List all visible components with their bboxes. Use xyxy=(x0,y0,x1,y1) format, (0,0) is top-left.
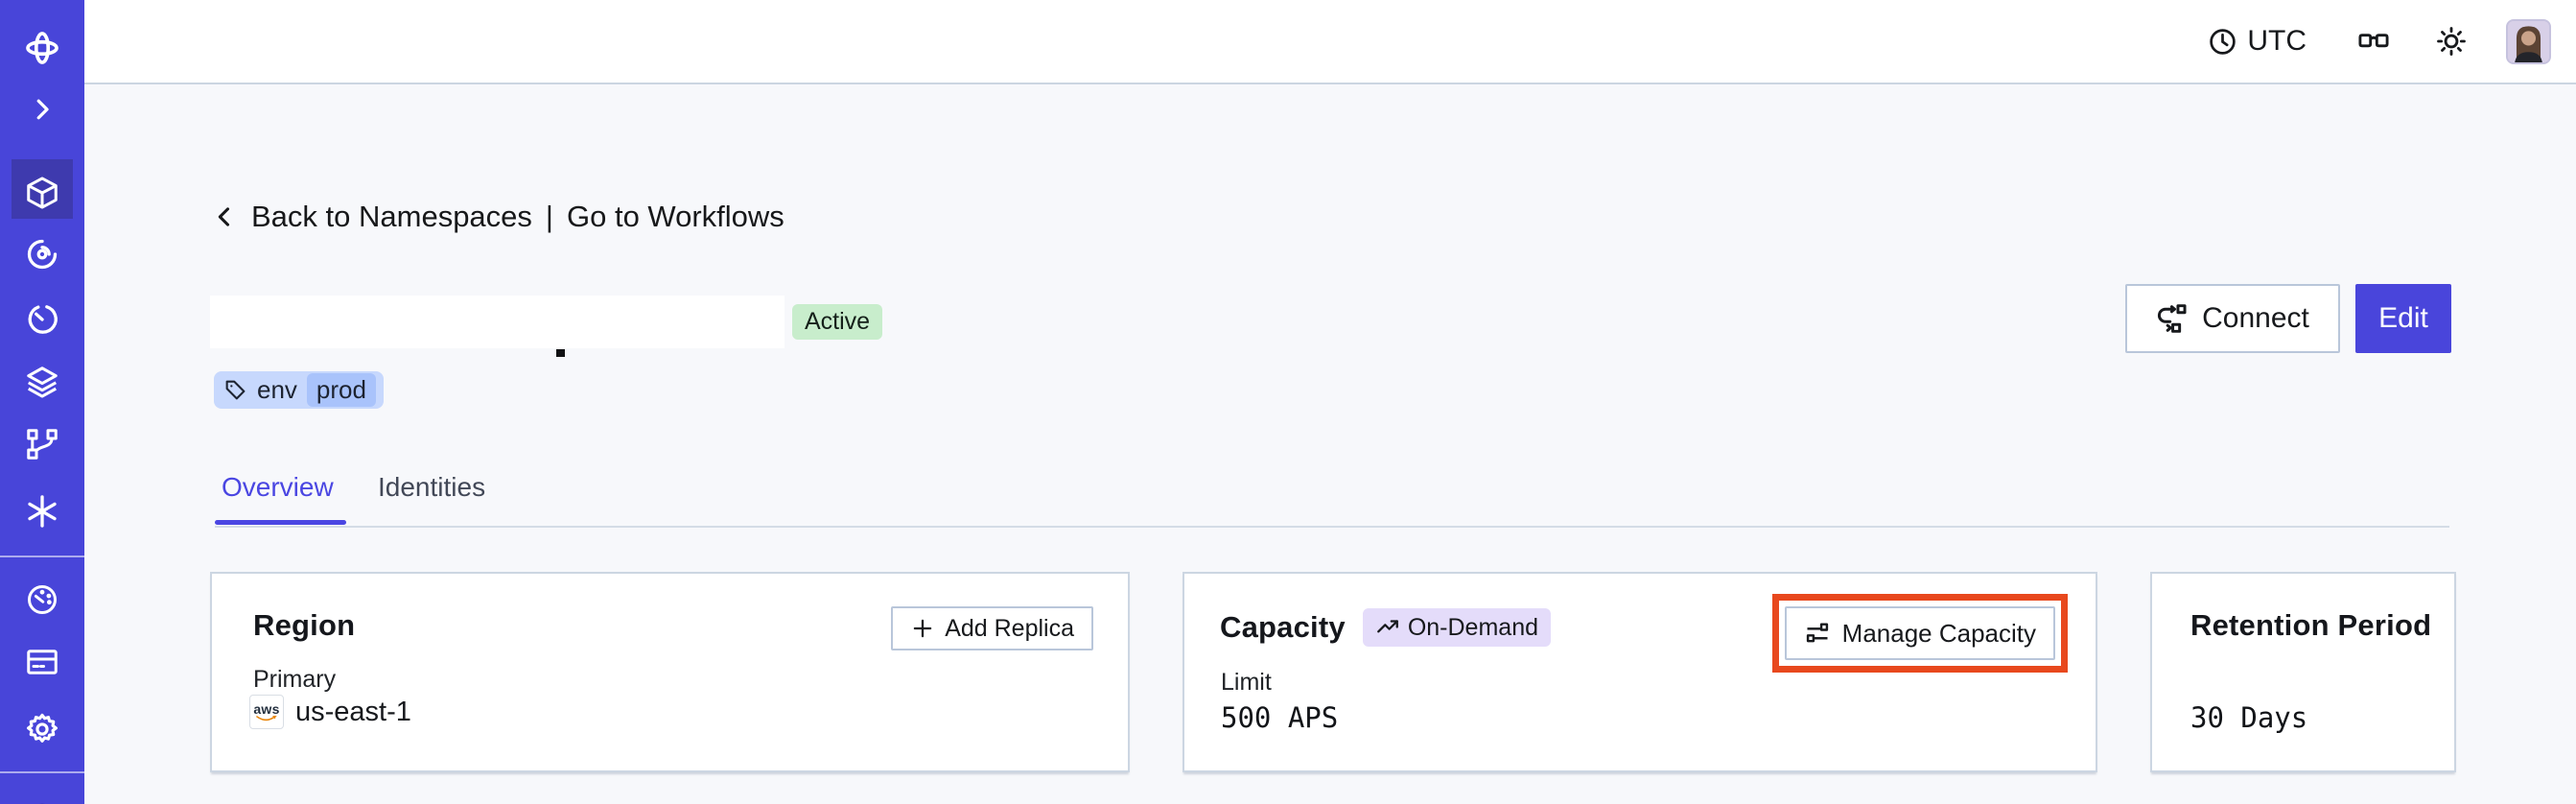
capacity-card: Capacity On-Demand xyxy=(1183,572,2097,772)
redaction-artifact xyxy=(556,349,565,357)
connect-button-label: Connect xyxy=(2202,302,2309,334)
edit-button[interactable]: Edit xyxy=(2355,284,2451,353)
breadcrumb: Back to Namespaces | Go to Workflows xyxy=(211,200,785,234)
sidebar-item-settings[interactable] xyxy=(0,698,84,760)
connect-button[interactable]: Connect xyxy=(2125,284,2340,353)
namespace-name-redacted xyxy=(210,296,785,348)
namespace-tag[interactable]: env prod xyxy=(214,371,384,409)
limit-value: 500 APS xyxy=(1221,701,1339,734)
limit-label: Limit xyxy=(1221,669,1272,696)
sidebar-item-usage[interactable] xyxy=(0,569,84,630)
sidebar-item-billing[interactable] xyxy=(0,631,84,693)
retention-card: Retention Period 30 Days xyxy=(2150,572,2456,772)
sidebar-item-batch-operations[interactable] xyxy=(0,414,84,475)
region-name: us-east-1 xyxy=(295,696,411,727)
tab-identities[interactable]: Identities xyxy=(378,472,486,502)
region-card: Region Add Replica Primary aws xyxy=(210,572,1130,772)
on-demand-label: On-Demand xyxy=(1407,613,1538,641)
tag-key: env xyxy=(257,375,297,404)
tab-overview[interactable]: Overview xyxy=(222,472,334,502)
user-avatar[interactable] xyxy=(2506,18,2551,64)
timezone-label: UTC xyxy=(2247,25,2307,57)
temporal-logo[interactable] xyxy=(0,17,84,79)
brightness-icon[interactable] xyxy=(2435,25,2468,58)
region-card-title: Region xyxy=(253,608,356,642)
timezone-control[interactable]: UTC xyxy=(2208,25,2307,58)
main-content: Back to Namespaces | Go to Workflows Act… xyxy=(84,84,2576,804)
go-to-workflows-link[interactable]: Go to Workflows xyxy=(566,200,785,233)
active-tab-underline xyxy=(215,520,346,525)
namespace-actions: Connect Edit xyxy=(2125,284,2451,353)
sidebar-item-support-partial[interactable] xyxy=(0,785,84,804)
tag-value-chip: prod xyxy=(306,373,376,407)
primary-label: Primary xyxy=(253,666,337,693)
capacity-card-title: Capacity xyxy=(1220,610,1346,644)
retention-card-title: Retention Period xyxy=(2190,608,2432,642)
sidebar-divider xyxy=(0,771,84,773)
sidebar-item-workflows[interactable] xyxy=(0,224,84,285)
add-replica-label: Add Replica xyxy=(945,614,1074,642)
chevron-left-icon[interactable] xyxy=(211,203,238,230)
clock-icon xyxy=(2208,27,2237,57)
on-demand-badge: On-Demand xyxy=(1362,608,1551,647)
back-to-namespaces-link[interactable]: Back to Namespaces xyxy=(251,200,532,233)
sidebar-expand-chevron-right-icon[interactable] xyxy=(0,79,84,140)
capacity-card-header: Capacity On-Demand xyxy=(1220,608,1551,647)
topbar: UTC xyxy=(84,0,2576,84)
primary-region-value: aws us-east-1 xyxy=(249,695,411,729)
sidebar xyxy=(0,0,84,804)
overview-cards: Region Add Replica Primary aws xyxy=(210,572,2456,772)
namespace-status-badge: Active xyxy=(792,304,883,340)
connect-icon xyxy=(2156,302,2189,335)
tab-bar: Overview Identities xyxy=(84,472,2576,530)
glasses-icon[interactable] xyxy=(2356,24,2391,59)
manage-capacity-button[interactable]: Manage Capacity xyxy=(1784,606,2055,660)
sidebar-divider xyxy=(0,556,84,557)
sidebar-item-namespaces[interactable] xyxy=(0,159,84,224)
tab-bar-rule xyxy=(215,526,2449,528)
manage-capacity-highlight: Manage Capacity xyxy=(1771,594,2068,673)
trending-up-icon xyxy=(1375,615,1400,640)
aws-logo-icon: aws xyxy=(249,695,284,729)
edit-button-label: Edit xyxy=(2378,302,2428,334)
sidebar-item-schedules[interactable] xyxy=(0,289,84,350)
manage-capacity-label: Manage Capacity xyxy=(1841,618,2036,648)
sliders-icon xyxy=(1804,620,1831,647)
plus-icon xyxy=(910,616,935,641)
sidebar-item-nexus[interactable] xyxy=(0,481,84,542)
retention-value: 30 Days xyxy=(2190,701,2308,734)
tag-icon xyxy=(223,378,247,402)
add-replica-button[interactable]: Add Replica xyxy=(891,606,1093,650)
breadcrumb-separator: | xyxy=(545,200,553,233)
sidebar-item-deployments[interactable] xyxy=(0,351,84,413)
